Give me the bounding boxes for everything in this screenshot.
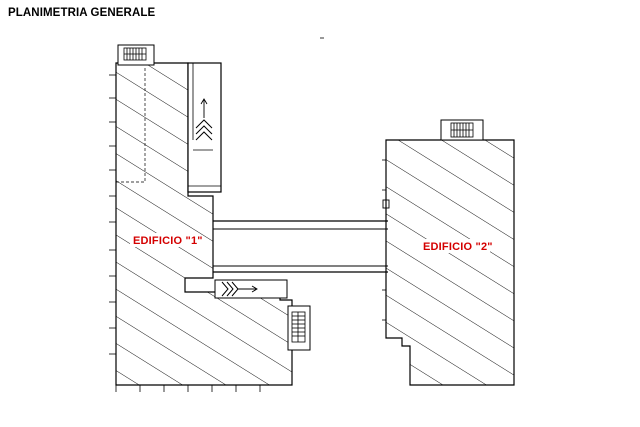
ramp-icon [195,98,213,141]
building-1-label: EDIFICIO "1" [133,235,203,247]
stair-icon [440,119,484,141]
stair-icon [117,44,155,66]
lower-passage [214,279,288,299]
stair-icon [287,305,311,351]
connector-corridor [213,199,390,273]
building-2-label: EDIFICIO "2" [423,241,493,253]
direction-arrow-icon [238,285,258,293]
building-2 [382,139,515,386]
page-title: PLANIMETRIA GENERALE [8,7,156,19]
building-1-wing [187,62,222,193]
building-1-hatched-area [115,62,293,386]
building-1-dashed-outline [116,68,146,183]
building-1 [109,62,293,392]
building-2-hatched-area [385,139,515,386]
